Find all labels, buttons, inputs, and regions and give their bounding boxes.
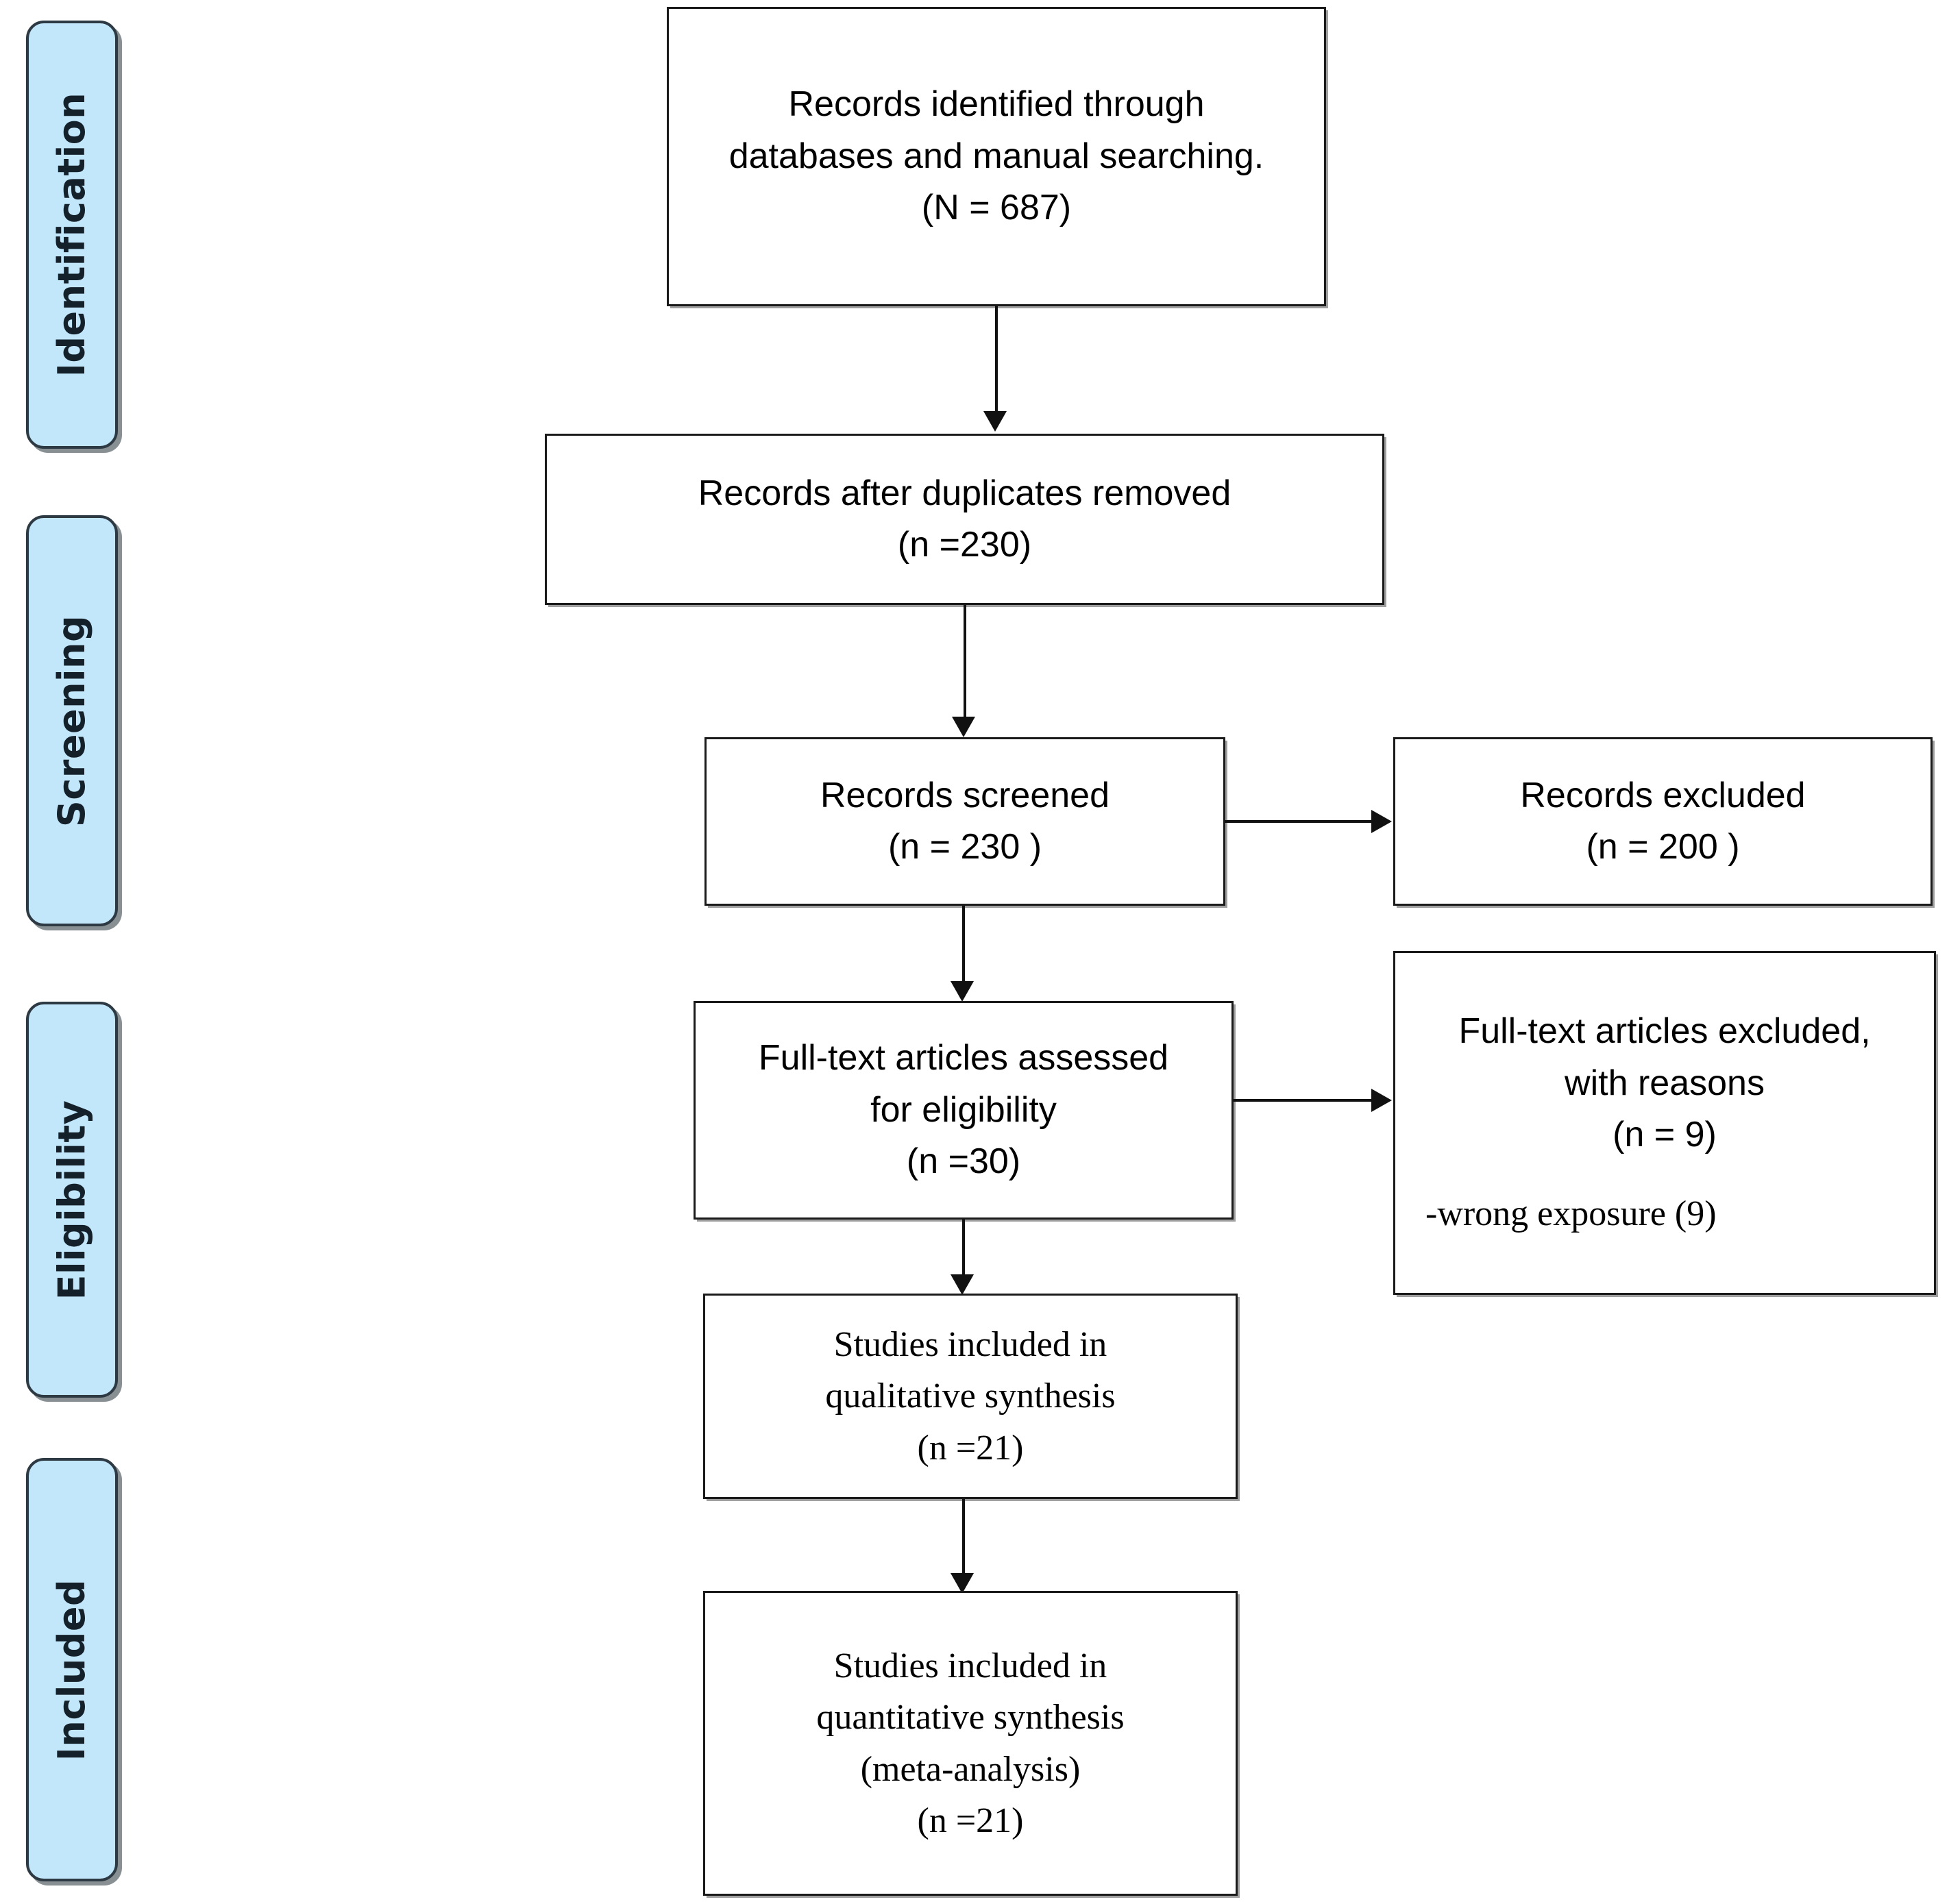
connector-qualitative-to-quantitative [962,1499,965,1574]
stage-label-included: Included [50,1579,94,1761]
stage-box-screening: Screening [26,515,118,926]
fulltext-excluded-reason-1: -wrong exposure (9) [1425,1194,1717,1234]
records-identified-line-1: Records identified through [788,84,1205,125]
fulltext-excluded-line-2: with reasons [1565,1063,1765,1103]
records-screened-line-1: Records screened [820,775,1110,815]
box-quantitative-synthesis: Studies included in quantitative synthes… [703,1591,1238,1896]
connector-fulltext-to-excluded [1234,1099,1373,1102]
connector-identified-to-duplicates [995,306,998,412]
qualitative-line-2: qualitative synthesis [825,1376,1116,1416]
qualitative-count: (n =21) [917,1428,1024,1468]
box-duplicates-removed: Records after duplicates removed (n =230… [545,434,1384,605]
fulltext-excluded-spacer [1413,1161,1916,1188]
fulltext-assessed-line-1: Full-text articles assessed [758,1038,1169,1078]
connector-screened-to-excluded [1225,820,1373,823]
arrowhead-screened-to-fulltext [951,981,974,1002]
box-records-identified: Records identified through databases and… [667,7,1326,306]
connector-duplicates-to-screened [964,605,966,718]
records-excluded-count: (n = 200 ) [1586,827,1740,867]
qualitative-line-1: Studies included in [833,1324,1107,1364]
quantitative-line-3: (meta-analysis) [860,1749,1081,1789]
box-records-excluded: Records excluded (n = 200 ) [1393,737,1933,906]
fulltext-excluded-line-1: Full-text articles excluded, [1458,1011,1871,1052]
connector-screened-to-fulltext [962,906,965,982]
duplicates-removed-line-1: Records after duplicates removed [698,473,1231,513]
records-excluded-line-1: Records excluded [1520,775,1806,815]
fulltext-assessed-count: (n =30) [906,1141,1021,1182]
duplicates-removed-count: (n =230) [897,525,1032,565]
arrowhead-fulltext-to-qualitative [951,1274,974,1295]
box-qualitative-synthesis: Studies included in qualitative synthesi… [703,1294,1238,1499]
box-records-screened: Records screened (n = 230 ) [704,737,1225,906]
quantitative-line-2: quantitative synthesis [816,1698,1125,1738]
arrowhead-fulltext-to-excluded [1371,1089,1392,1112]
stage-label-identification: Identification [50,92,94,378]
records-identified-line-2: databases and manual searching. [728,136,1264,176]
quantitative-line-1: Studies included in [833,1646,1107,1685]
box-fulltext-assessed: Full-text articles assessed for eligibil… [694,1001,1234,1220]
box-fulltext-excluded: Full-text articles excluded, with reason… [1393,951,1936,1295]
arrowhead-identified-to-duplicates [983,411,1007,432]
stage-box-included: Included [26,1458,118,1881]
connector-fulltext-to-qualitative [962,1220,965,1276]
stage-label-screening: Screening [50,615,94,827]
arrowhead-qualitative-to-quantitative [951,1573,974,1594]
stage-box-identification: Identification [26,21,118,449]
quantitative-count: (n =21) [917,1801,1024,1840]
records-identified-count: (N = 687) [921,188,1072,228]
records-screened-count: (n = 230 ) [887,827,1042,867]
fulltext-assessed-line-2: for eligibility [870,1089,1057,1130]
arrowhead-screened-to-excluded [1371,810,1392,833]
fulltext-excluded-count: (n = 9) [1613,1115,1717,1154]
stage-box-eligibility: Eligibility [26,1002,118,1398]
arrowhead-duplicates-to-screened [952,717,975,737]
stage-label-eligibility: Eligibility [50,1100,94,1300]
